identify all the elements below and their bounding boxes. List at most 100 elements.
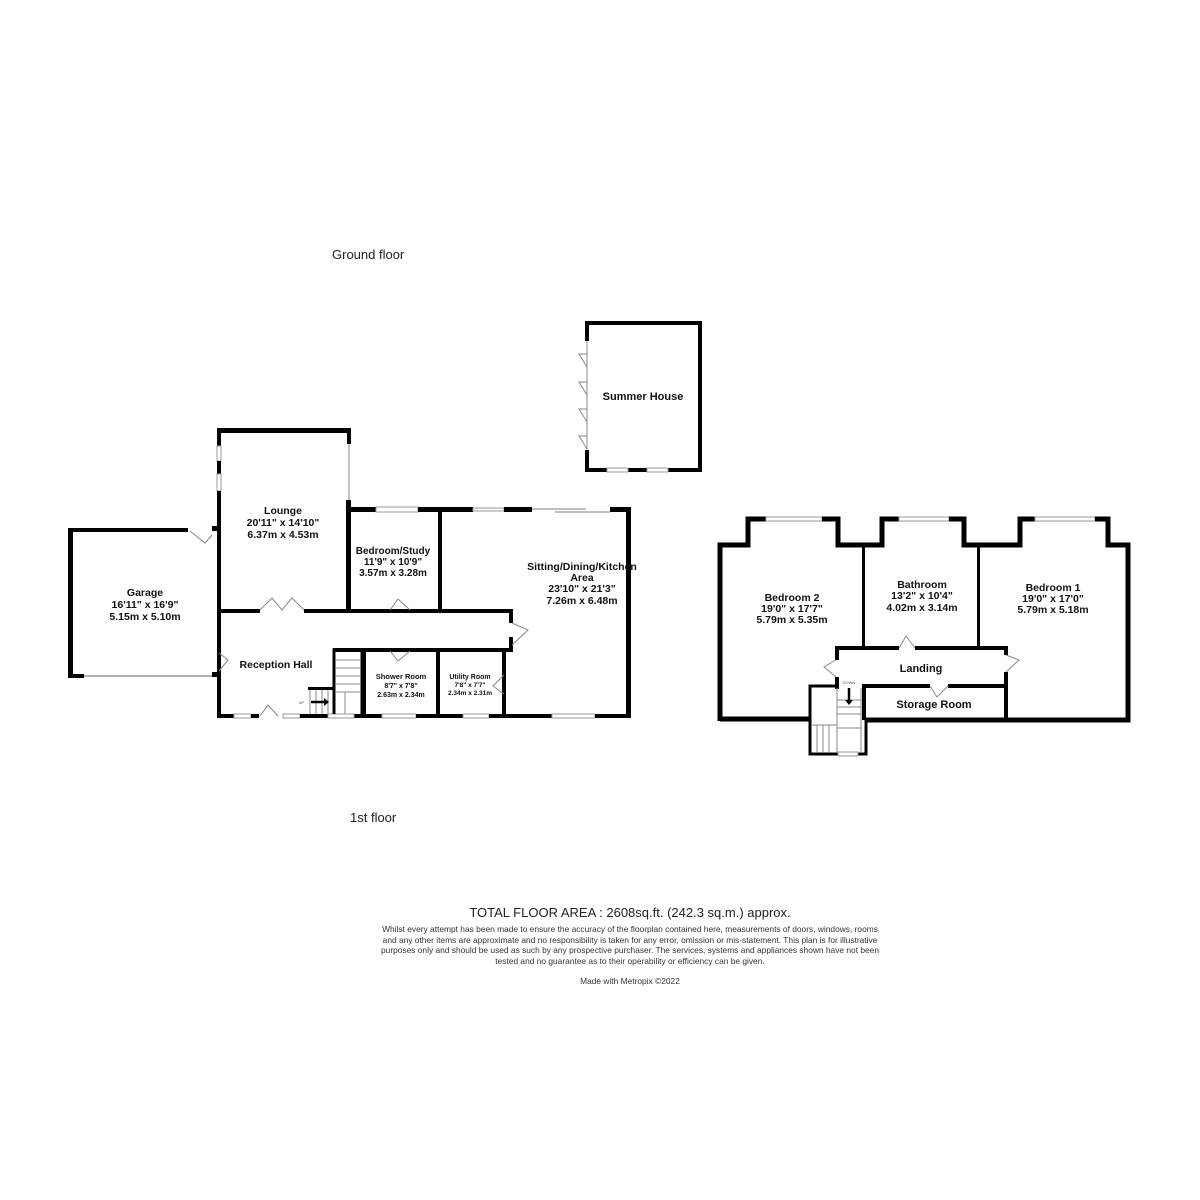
window	[765, 516, 823, 522]
wall	[362, 650, 366, 718]
bedroom-study-name: Bedroom/Study	[356, 546, 431, 557]
wall	[698, 321, 702, 472]
bifold-door-leaf	[578, 408, 588, 423]
wall	[217, 428, 221, 446]
wall	[502, 648, 506, 718]
window	[837, 751, 859, 757]
wall	[502, 648, 506, 675]
bifold-door-leaf	[578, 435, 588, 450]
wall	[1004, 672, 1008, 720]
bedroom-study-metric: 3.57m x 3.28m	[359, 568, 427, 579]
wall	[502, 714, 552, 718]
lounge-name: Lounge	[264, 505, 302, 517]
utility-room-imperial: 7'8" x 7'7"	[455, 682, 486, 689]
wall	[1004, 646, 1008, 655]
wall	[416, 714, 486, 718]
garage: Garage 16'11" x 16'9" 5.15m x 5.10m	[68, 528, 213, 678]
window	[233, 713, 252, 719]
sdk-name: Sitting/Dining/Kitchen	[527, 561, 637, 573]
wall	[489, 714, 506, 718]
bedroom-1-name: Bedroom 1	[1026, 582, 1081, 594]
window	[1034, 516, 1096, 522]
wall	[628, 468, 647, 472]
wall	[217, 428, 351, 433]
door-swing	[218, 652, 229, 672]
wall	[915, 646, 1007, 650]
sdk-metric: 7.26m x 6.48m	[546, 595, 617, 607]
down-arrow-icon	[845, 700, 853, 705]
bifold-door-leaf	[578, 353, 588, 368]
utility-room-name: Utility Room	[449, 674, 490, 681]
shower-room: Shower Room 8'7" x 7'8" 2.63m x 2.34m	[362, 650, 486, 719]
window	[898, 516, 950, 522]
door-swing	[1005, 654, 1020, 673]
door-swing	[492, 674, 505, 695]
wall	[862, 684, 866, 720]
front-door-swing	[259, 704, 279, 717]
bathroom-name: Bathroom	[897, 579, 947, 591]
wall	[865, 516, 1131, 723]
utility-room-metric: 2.34m x 2.31m	[448, 690, 492, 697]
sdk-imperial: 23'10" x 21'3"	[548, 583, 616, 595]
door-swing	[823, 659, 837, 678]
wall	[436, 650, 440, 718]
wall	[346, 507, 376, 512]
wall	[509, 609, 513, 623]
window	[646, 467, 669, 473]
window	[216, 473, 222, 492]
wall	[217, 609, 260, 613]
up-arrow-icon	[324, 698, 329, 706]
wall	[948, 684, 1008, 688]
shower-room-name: Shower Room	[376, 672, 427, 681]
ground-floor-label: Ground floor	[332, 247, 405, 262]
window	[472, 507, 505, 512]
stairs-up-label: UP	[298, 700, 304, 705]
lounge-metric: 6.37m x 4.53m	[247, 529, 318, 541]
landing-name: Landing	[900, 663, 943, 675]
wall	[835, 646, 839, 660]
wall	[626, 507, 631, 718]
wall	[509, 637, 513, 652]
wall	[346, 500, 351, 612]
wall	[585, 321, 589, 341]
window	[216, 445, 222, 462]
stair-wall	[808, 719, 868, 756]
total-floor-area: TOTAL FLOOR AREA : 2608sq.ft. (242.3 sq.…	[469, 905, 791, 920]
reception-hall: Reception Hall	[212, 648, 513, 719]
wall	[362, 714, 382, 718]
double-door-swing	[259, 597, 305, 611]
window	[551, 713, 596, 719]
door-swing	[511, 622, 529, 646]
wall	[585, 468, 607, 472]
made-with-credit: Made with Metropix ©2022	[580, 976, 680, 986]
bedroom-2-imperial: 19'0" x 17'7"	[761, 603, 823, 615]
first-floor: DOWN Bedroom 2 19'0" x 17'7" 5.79m x 5.3…	[717, 516, 1131, 757]
bedroom-1-metric: 5.79m x 5.18m	[1017, 604, 1088, 616]
bathroom-metric: 4.02m x 3.14m	[886, 602, 957, 614]
wall	[835, 646, 899, 650]
wall	[862, 545, 865, 649]
lounge-imperial: 20'11" x 14'10"	[247, 517, 320, 529]
wall	[308, 687, 335, 690]
utility-room: Utility Room 7'8" x 7'7" 2.34m x 2.31m	[448, 648, 506, 719]
wall	[504, 507, 532, 512]
wall	[835, 677, 839, 689]
bathroom-imperial: 13'2" x 10'4"	[891, 590, 953, 602]
wall	[977, 545, 980, 649]
reception-hall-name: Reception Hall	[240, 659, 313, 671]
window	[375, 506, 419, 513]
wall	[585, 321, 702, 325]
wall	[865, 684, 930, 688]
wall	[217, 714, 234, 718]
wall	[251, 714, 259, 718]
wall	[438, 507, 442, 612]
garage-imperial: 16'11" x 16'9"	[112, 599, 179, 611]
bifold-door-leaf	[578, 381, 588, 396]
wall	[347, 428, 351, 444]
sdk-name-line2: Area	[570, 572, 594, 584]
window	[606, 467, 629, 473]
storage-room-name: Storage Room	[896, 699, 971, 711]
bedroom-study: Bedroom/Study 11'9" x 10'9" 3.57m x 3.28…	[346, 506, 473, 612]
wall	[212, 526, 221, 531]
